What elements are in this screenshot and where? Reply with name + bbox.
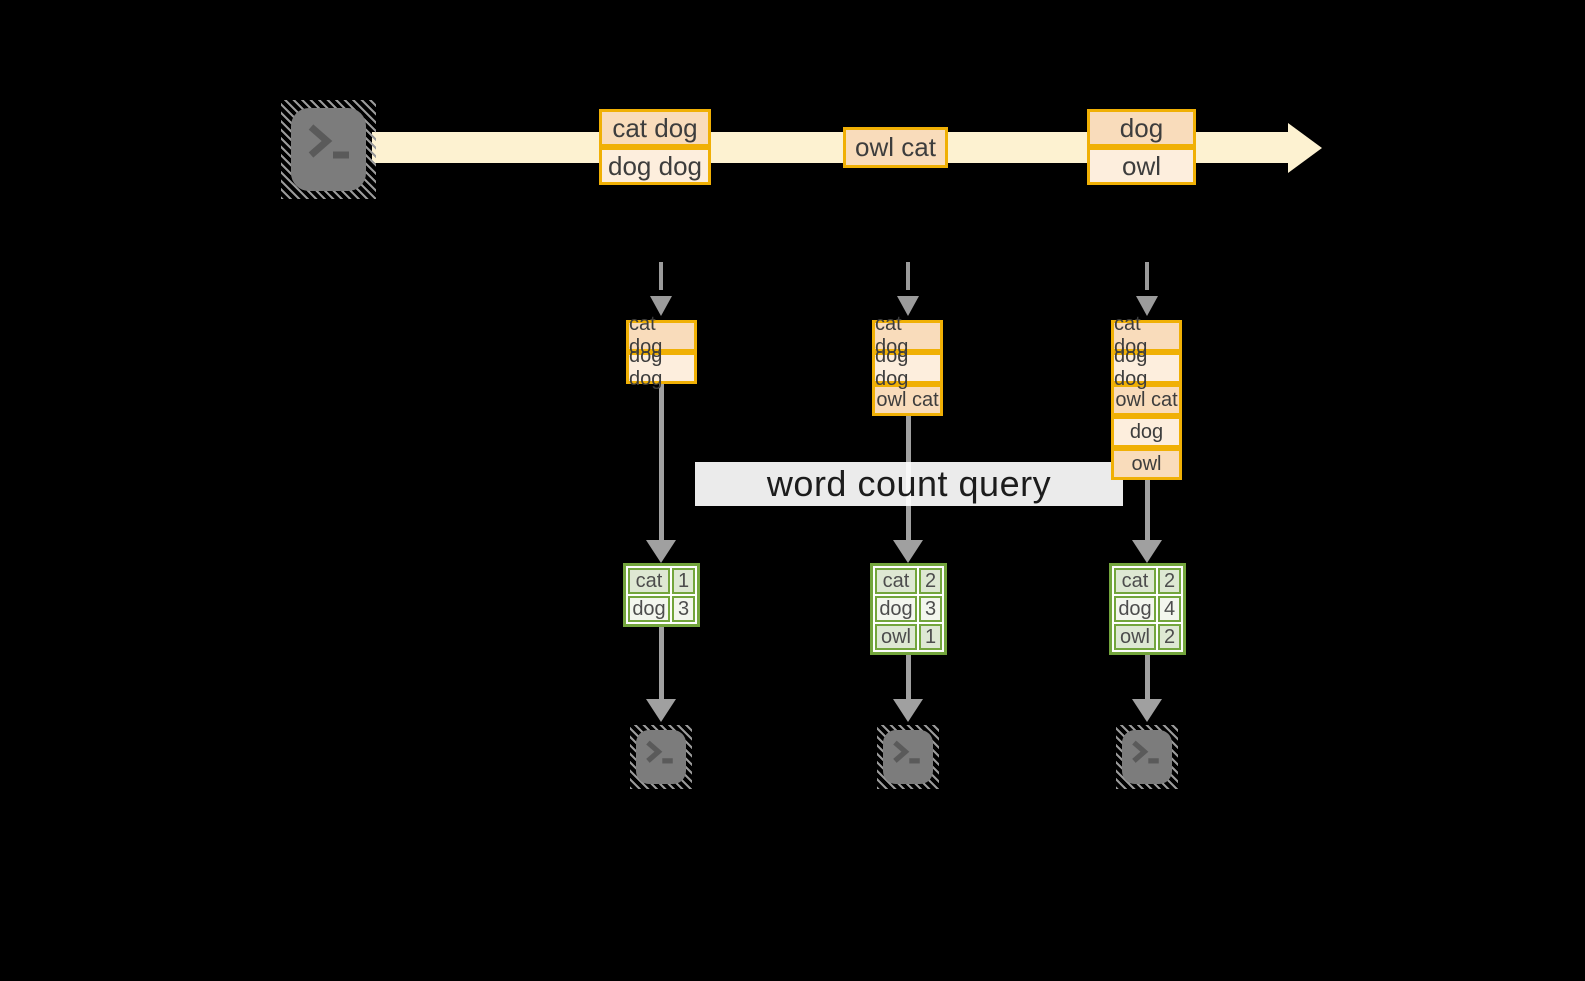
output-arrow-line [1145,655,1150,699]
query-arrow-line [1145,480,1150,540]
count-value: 3 [672,596,695,622]
ingest-arrowhead-icon [897,296,919,316]
output-arrowhead-icon [646,699,676,722]
count-word: dog [875,596,917,622]
query-banner: word count query [695,462,1123,506]
buffer-line: dog dog [1111,345,1182,390]
query-banner-label: word count query [766,463,1052,504]
count-row: cat 1 [628,568,695,594]
count-value: 1 [672,568,695,594]
buffer-line: owl [1111,448,1182,480]
count-word: cat [628,568,670,594]
count-value: 2 [1158,568,1181,594]
query-arrowhead-icon [893,540,923,563]
count-value: 2 [919,568,942,594]
message-line: owl cat [843,127,948,168]
prompt-glyph-icon [893,740,920,764]
count-row: cat 2 [875,568,942,594]
buffer-line: dog [1111,416,1182,448]
ingest-arrow-line [659,262,663,290]
buffer-line: cat dog [1111,313,1182,358]
count-row: dog 3 [628,596,695,622]
count-row: owl 1 [875,624,942,650]
count-value: 3 [919,596,942,622]
output-arrowhead-icon [893,699,923,722]
count-word: dog [1114,596,1156,622]
count-row: owl 2 [1114,624,1181,650]
sink-terminal-icon [630,725,692,789]
output-arrowhead-icon [1132,699,1162,722]
ingest-arrow-line [1145,262,1149,290]
buffer-line: owl cat [1111,384,1182,416]
query-arrowhead-icon [646,540,676,563]
buffer-stack-2: cat dog dog dog owl cat [872,313,943,416]
stream-message-3: dog owl [1087,109,1196,185]
prompt-glyph-icon [646,740,673,764]
count-table-1: cat 1 dog 3 [623,563,700,627]
count-row: cat 2 [1114,568,1181,594]
buffer-stack-1: cat dog dog dog [626,313,697,390]
output-arrow-line [906,655,911,699]
ingest-arrowhead-icon [1136,296,1158,316]
buffer-stack-3: cat dog dog dog owl cat dog owl [1111,313,1182,480]
count-row: dog 4 [1114,596,1181,622]
prompt-glyph-icon [1132,740,1159,764]
ingest-arrowhead-icon [650,296,672,316]
stream-message-2: owl cat [843,127,948,168]
stream-message-1: cat dog dog dog [599,109,711,185]
query-arrow-line [659,384,664,540]
count-word: owl [1114,624,1156,650]
count-word: dog [628,596,670,622]
message-line: cat dog [599,109,711,147]
message-line: owl [1087,147,1196,185]
count-word: cat [1114,568,1156,594]
query-arrowhead-icon [1132,540,1162,563]
count-word: cat [875,568,917,594]
count-table-3: cat 2 dog 4 owl 2 [1109,563,1186,655]
buffer-line: owl cat [872,384,943,416]
buffer-line: dog dog [626,345,697,390]
stream-arrowhead-icon [1288,123,1322,173]
count-value: 2 [1158,624,1181,650]
count-row: dog 3 [875,596,942,622]
sink-terminal-icon [877,725,939,789]
count-word: owl [875,624,917,650]
sink-terminal-icon [1116,725,1178,789]
buffer-line: dog dog [872,345,943,390]
source-terminal-icon [281,100,376,199]
prompt-glyph-icon [308,124,349,159]
count-value: 1 [919,624,942,650]
message-line: dog [1087,109,1196,147]
output-arrow-line [659,627,664,699]
message-line: dog dog [599,147,711,185]
count-value: 4 [1158,596,1181,622]
count-table-2: cat 2 dog 3 owl 1 [870,563,947,655]
ingest-arrow-line [906,262,910,290]
